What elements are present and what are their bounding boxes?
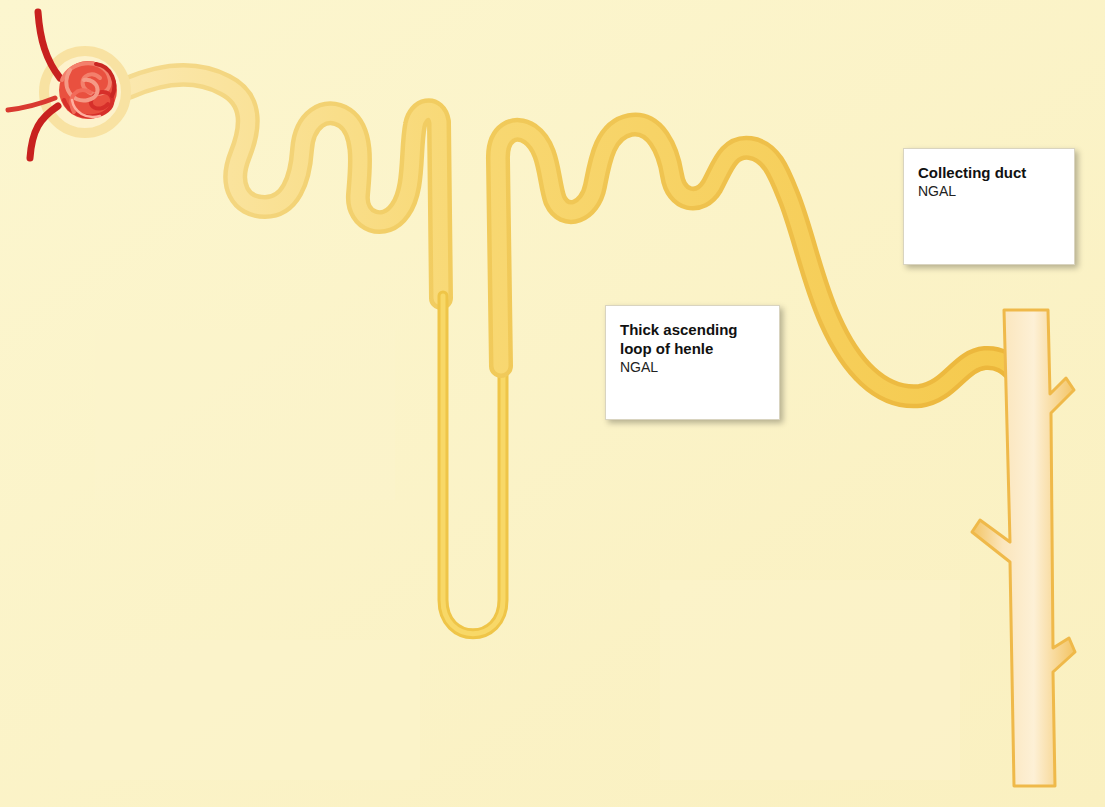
collecting-duct-tube — [972, 310, 1075, 786]
glomerulus — [8, 12, 126, 158]
label-box: Thick ascending loop of henleNGAL — [605, 305, 780, 420]
region-name: Thick ascending loop of henle — [620, 320, 760, 358]
region-name: Collecting duct — [918, 163, 1058, 182]
marker-name: NGAL — [620, 358, 765, 376]
label-box: Collecting ductNGAL — [903, 148, 1075, 265]
faint-panels — [60, 330, 960, 780]
renal-tubule — [128, 75, 1016, 634]
marker-name: NGAL — [918, 182, 1060, 200]
